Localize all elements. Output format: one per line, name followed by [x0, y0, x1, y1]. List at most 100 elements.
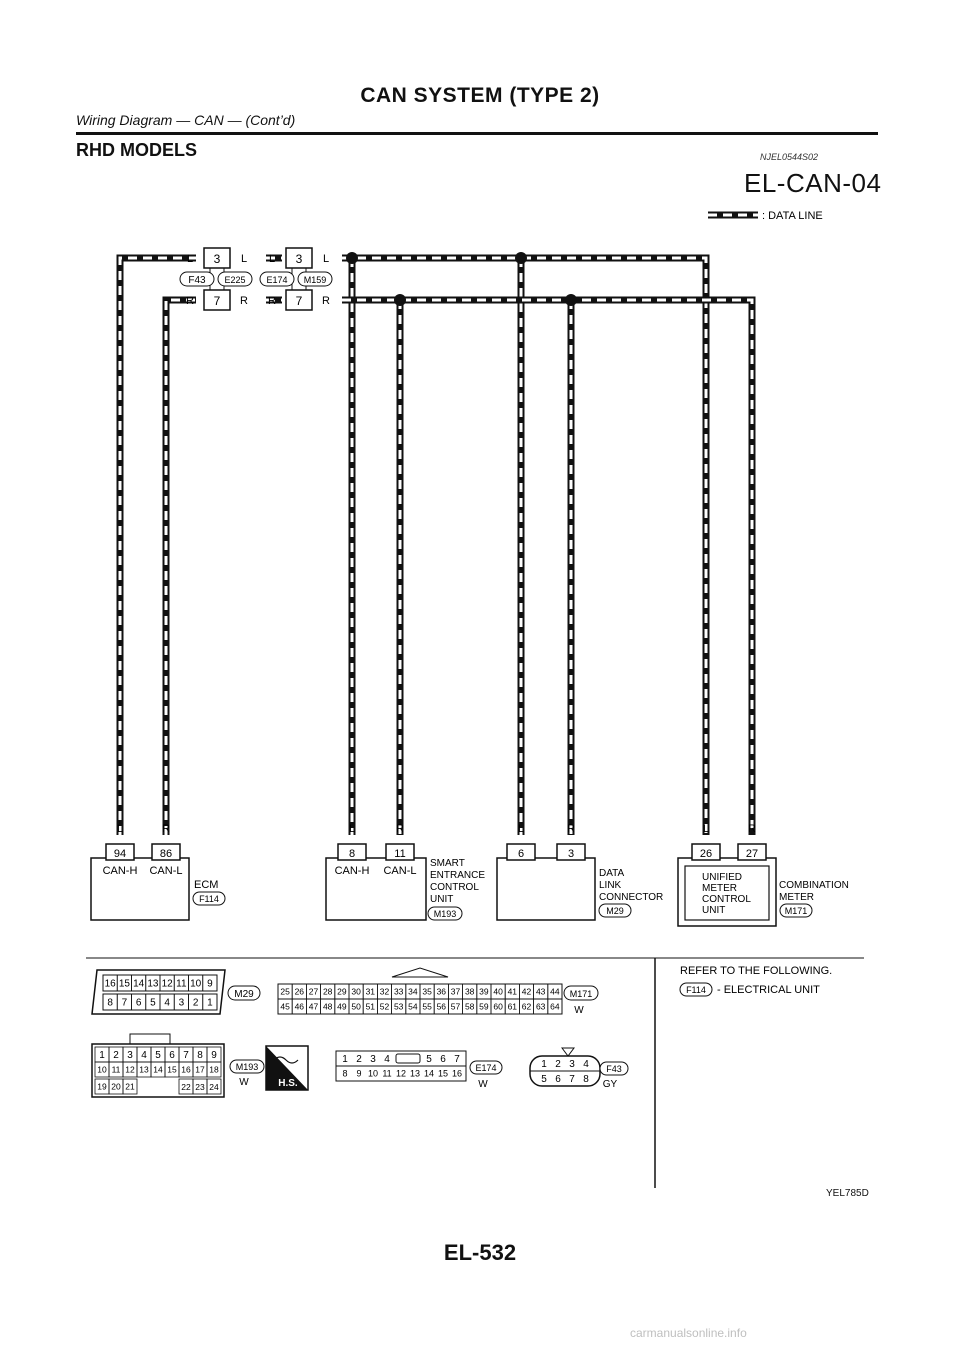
legend-label: : DATA LINE: [762, 210, 823, 222]
wire-h-main-dash: [342, 256, 708, 835]
pin-number: 49: [337, 1002, 347, 1012]
pin-number: 5: [426, 1054, 432, 1065]
pin-number: 10: [368, 1069, 378, 1079]
meter-inner-line: CONTROL: [702, 894, 751, 905]
wire-color-label: L: [187, 253, 193, 265]
pin-number: 33: [394, 987, 404, 997]
wire-color-label: L: [323, 253, 329, 265]
pin-number: 16: [105, 979, 117, 990]
pin-number: 9: [211, 1050, 217, 1061]
pin-number: 62: [522, 1002, 532, 1012]
pin-number: 17: [195, 1065, 205, 1075]
e174-label: E174: [475, 1063, 496, 1073]
pin-number: 64: [550, 1002, 560, 1012]
pin-number: 9: [207, 979, 213, 990]
pin-number: 8: [107, 998, 113, 1009]
unit-smart-entrance: 8 11 CAN-H CAN-L SMART ENTRANCE CONTROL …: [325, 843, 485, 921]
pin-number: 11: [176, 979, 187, 990]
refer-connector: F114: [686, 985, 706, 995]
pin-number: 7: [569, 1074, 575, 1085]
pin-number: 3: [179, 998, 185, 1009]
pin-number: 27: [309, 987, 319, 997]
dlc-connector: M29: [606, 906, 624, 916]
pin-number: 4: [164, 998, 170, 1009]
pin-number: 2: [113, 1050, 119, 1061]
pin-number: 8: [197, 1050, 203, 1061]
meter-pin-can-l: 27: [746, 848, 758, 860]
wire-color-label: R: [240, 295, 248, 307]
splice-dot: [515, 252, 527, 264]
meter-pin-can-h: 26: [700, 848, 712, 860]
pin-cell: [122, 1078, 138, 1095]
wire-l-main-dash: [342, 298, 754, 835]
pin-number: 12: [396, 1069, 406, 1079]
junction-pin-bottom: 7: [214, 294, 221, 308]
pin-number: 23: [195, 1082, 205, 1092]
pin-number: 22: [181, 1082, 191, 1092]
pin-number: 14: [153, 1065, 163, 1075]
pin-number: 28: [323, 987, 333, 997]
junction-connector-left: E174: [266, 275, 287, 285]
section-title: RHD MODELS: [76, 140, 197, 160]
dlc-pin-can-l: 3: [568, 848, 574, 860]
pin-number: 47: [309, 1002, 319, 1012]
pin-number: 5: [150, 998, 156, 1009]
ecm-name: ECM: [194, 879, 218, 891]
hs-badge: H.S.: [265, 1045, 309, 1091]
pin-number: 31: [366, 987, 376, 997]
pin-number: 12: [162, 979, 174, 990]
wire-color-label: L: [703, 823, 709, 835]
pin-number: 15: [167, 1065, 177, 1075]
pin-number: 19: [97, 1082, 107, 1092]
wire-color-label: R: [748, 823, 756, 835]
pin-number: 44: [550, 987, 560, 997]
pin-number: 61: [508, 1002, 518, 1012]
pin-number: 5: [541, 1074, 547, 1085]
wire-color-label: L: [241, 253, 247, 265]
wire-color-label: R: [186, 295, 194, 307]
pin-number: 4: [384, 1054, 390, 1065]
pin-number: 18: [209, 1065, 219, 1075]
page-number: EL-532: [443, 1240, 517, 1265]
unit-wire-labels: L R L R L R L R: [117, 823, 756, 835]
pin-number: 35: [422, 987, 432, 997]
diagram-id: EL-CAN-04: [744, 168, 882, 198]
splice-dot: [565, 294, 577, 306]
pin-number: 30: [351, 987, 361, 997]
wire-color-label: L: [349, 823, 355, 835]
dlc-name-line: LINK: [599, 880, 622, 891]
pin-number: 32: [380, 987, 390, 997]
page-subtitle: Wiring Diagram — CAN — (Cont’d): [76, 112, 296, 128]
data-wires: [116, 254, 756, 835]
pin-number: 14: [133, 979, 145, 990]
pin-number: 52: [380, 1002, 390, 1012]
pin-number: 15: [119, 979, 131, 990]
smart-pin-can-h: 8: [349, 848, 355, 860]
junction-f43-e225: 3 7 F43 E225 L L R R: [179, 247, 253, 311]
dlc-name-line: CONNECTOR: [599, 892, 663, 903]
wire-ecm-can-l-dash: [164, 298, 196, 835]
f43-color: GY: [603, 1079, 618, 1090]
refer-text: - ELECTRICAL UNIT: [717, 984, 820, 996]
refer-title: REFER TO THE FOLLOWING.: [680, 965, 832, 977]
m29-label: M29: [234, 989, 254, 1000]
pin-number: 25: [280, 987, 290, 997]
refer-section: REFER TO THE FOLLOWING. F114 - ELECTRICA…: [679, 965, 832, 997]
pin-number: 8: [342, 1069, 347, 1079]
smart-name-line: ENTRANCE: [430, 870, 485, 881]
wire-color-label: R: [268, 295, 276, 307]
meter-inner-line: UNIFIED: [702, 872, 742, 883]
pin-number: 21: [125, 1082, 135, 1092]
pin-number: 6: [555, 1074, 561, 1085]
pin-number: 12: [125, 1065, 135, 1075]
splice-dot: [346, 252, 358, 264]
wire-color-label: L: [117, 823, 123, 835]
ecm-can-l-label: CAN-L: [149, 865, 182, 877]
pin-number: 2: [356, 1054, 362, 1065]
meter-connector: M171: [785, 906, 808, 916]
pin-number: 57: [451, 1002, 461, 1012]
e174-color: W: [478, 1079, 488, 1090]
